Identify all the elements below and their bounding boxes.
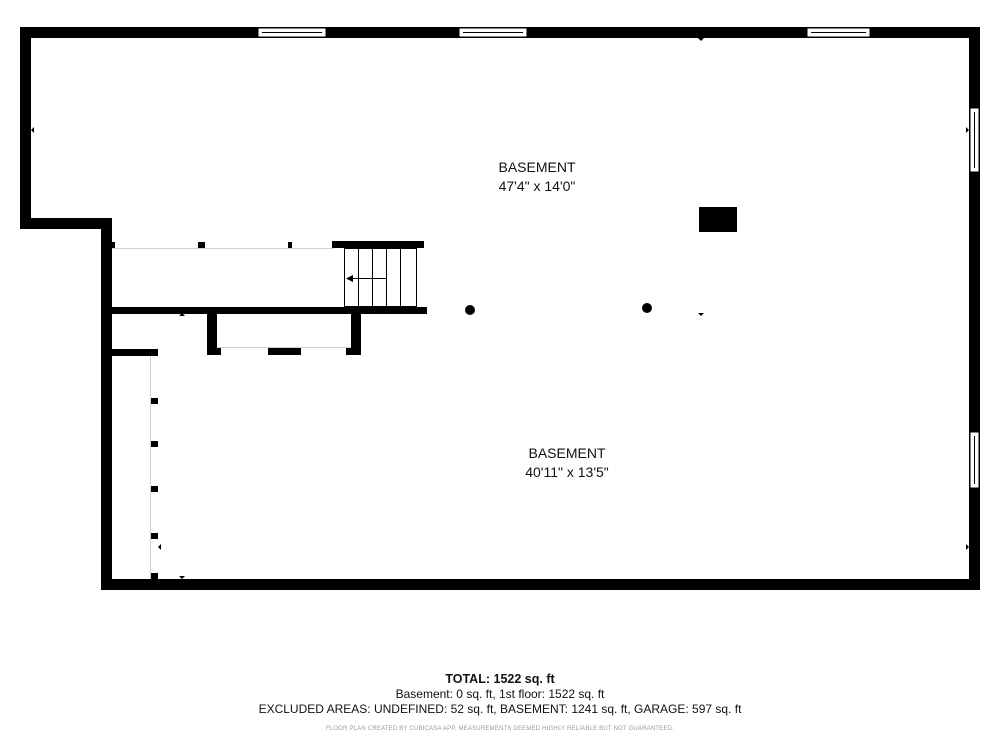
upper-marker <box>111 242 115 248</box>
windows-right <box>969 107 980 489</box>
wall-left-lower <box>101 218 112 590</box>
total-label: TOTAL: <box>445 672 491 686</box>
outlines <box>112 248 351 579</box>
total-value: 1522 sq. ft <box>493 672 555 686</box>
interior-walls <box>101 241 427 579</box>
wall-marker <box>151 486 158 492</box>
marker-tick <box>966 544 969 550</box>
windows-top <box>257 27 871 38</box>
upper-marker <box>288 242 292 248</box>
closet-wall-left <box>207 312 217 355</box>
closet-bottom-left <box>207 348 221 355</box>
utility-fixture <box>699 207 737 232</box>
area-summary: TOTAL: 1522 sq. ft Basement: 0 sq. ft, 1… <box>0 672 1000 717</box>
marker-tick <box>179 576 185 579</box>
wall-marker <box>151 533 158 539</box>
wall-marker <box>151 441 158 447</box>
excluded-areas-line: EXCLUDED AREAS: UNDEFINED: 52 sq. ft, BA… <box>258 702 742 716</box>
window <box>458 27 528 38</box>
window <box>806 27 871 38</box>
wall-marker <box>151 573 158 579</box>
closet-wall-right <box>351 312 361 355</box>
support-post <box>642 303 652 313</box>
stairs <box>344 248 417 307</box>
stair-arrow-head <box>346 275 353 282</box>
floor-plan: BASEMENT 47'4" x 14'0" BASEMENT 40'11" x… <box>20 27 980 590</box>
mid-wall <box>101 307 427 314</box>
marker-tick <box>179 313 185 316</box>
marker-tick <box>31 127 34 133</box>
room-label-upper: BASEMENT 47'4" x 14'0" <box>498 159 575 194</box>
room-name: BASEMENT <box>498 159 575 175</box>
marker-tick <box>698 38 704 41</box>
small-wall <box>101 349 158 356</box>
window <box>969 107 980 173</box>
total-line: TOTAL: 1522 sq. ft <box>0 672 1000 687</box>
support-post <box>465 305 475 315</box>
closet-bottom-right <box>346 348 361 355</box>
room-dimensions: 47'4" x 14'0" <box>499 178 576 194</box>
disclaimer: FLOOR PLAN CREATED BY CUBICASA APP. MEAS… <box>325 726 675 732</box>
wall-right <box>969 27 980 590</box>
wall-bottom <box>101 579 980 590</box>
window <box>257 27 327 38</box>
wall-left-upper <box>20 27 31 229</box>
room-dimensions: 40'11" x 13'5" <box>525 464 609 480</box>
room-name: BASEMENT <box>528 445 605 461</box>
closet-bottom-mid <box>268 348 301 355</box>
markers <box>31 38 969 579</box>
marker-tick <box>966 127 969 133</box>
fixtures <box>465 207 737 315</box>
floors-line: Basement: 0 sq. ft, 1st floor: 1522 sq. … <box>395 687 605 701</box>
room-label-lower: BASEMENT 40'11" x 13'5" <box>525 445 609 480</box>
marker-tick <box>158 544 161 550</box>
stair-top-wall <box>332 241 424 248</box>
window <box>969 431 980 489</box>
wall-marker <box>151 398 158 404</box>
marker-tick <box>698 313 704 316</box>
upper-marker <box>198 242 205 248</box>
wall-step <box>20 218 112 229</box>
